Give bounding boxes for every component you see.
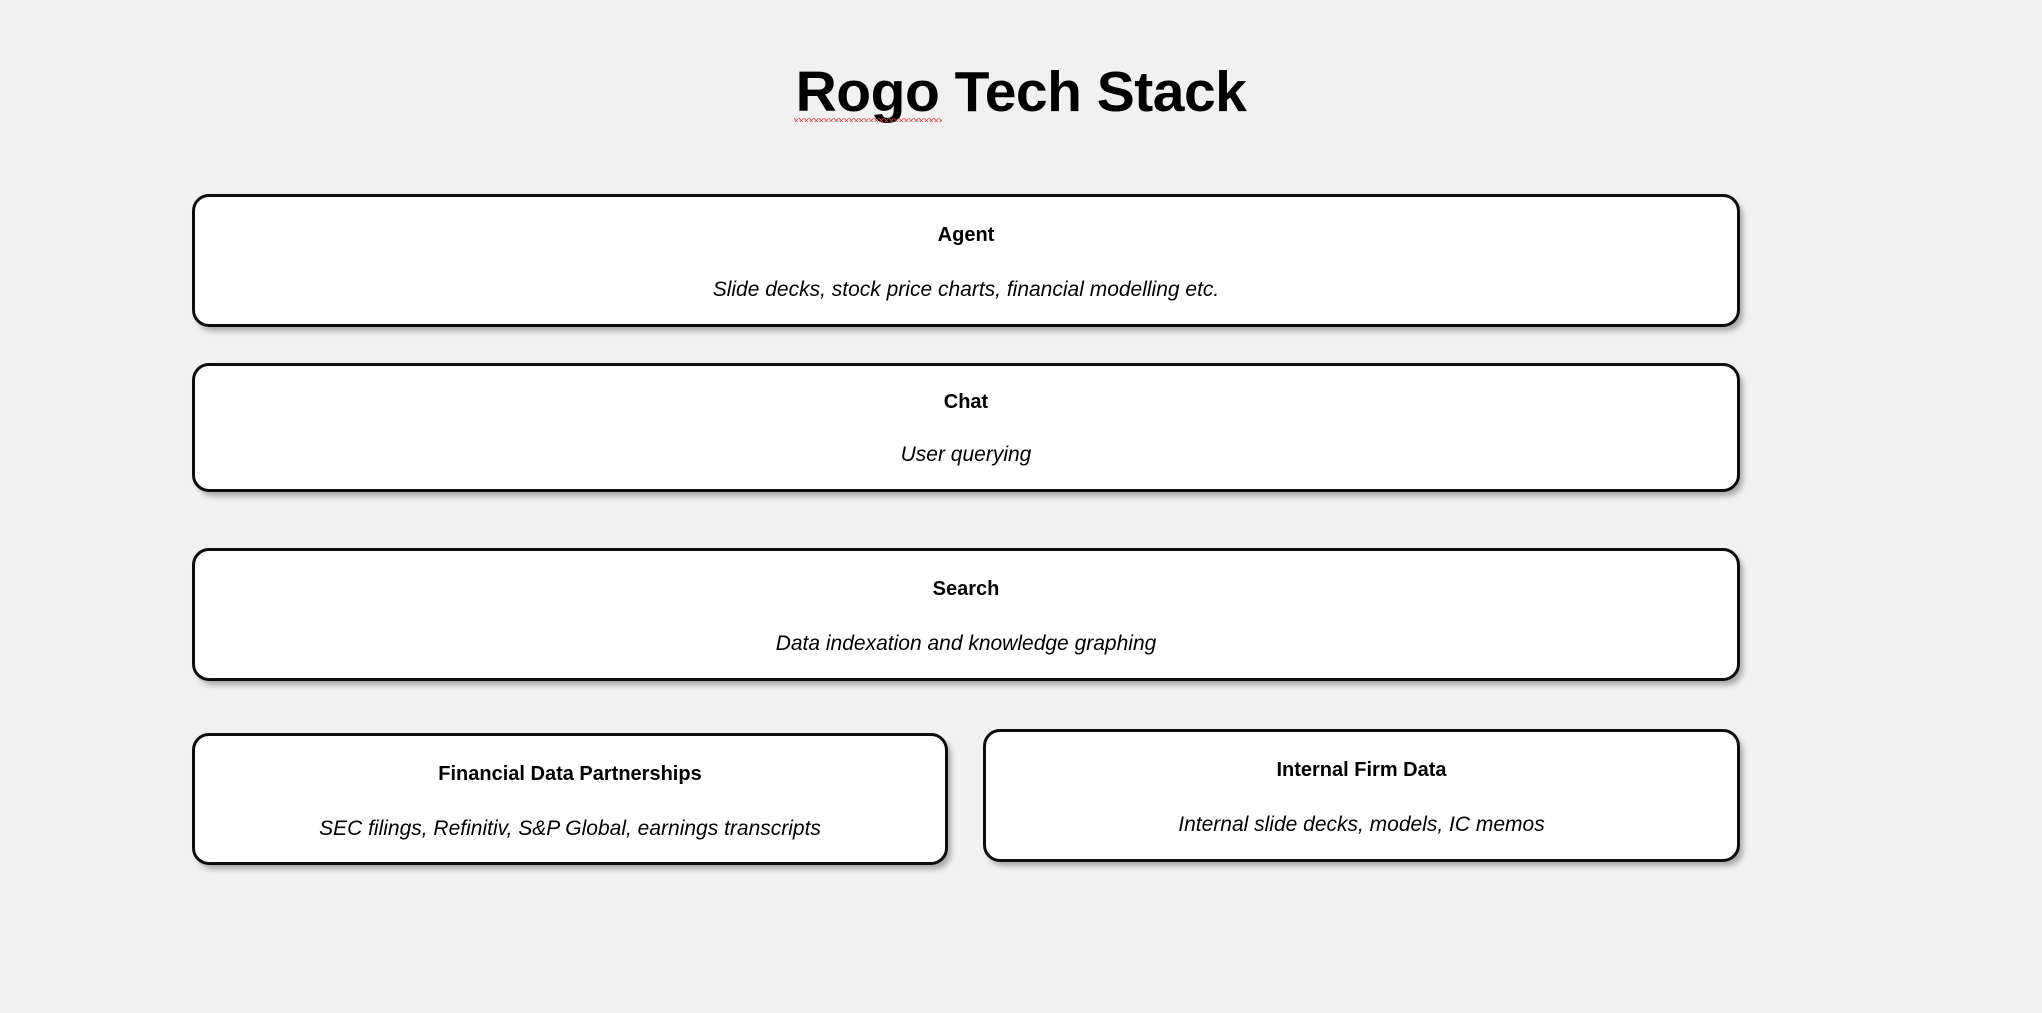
card-chat-subtitle: User querying	[900, 443, 1032, 466]
page-title: Rogo Tech Stack	[0, 58, 2042, 126]
page-title-misspelled-word: Rogo	[793, 60, 942, 124]
card-agent-subtitle: Slide decks, stock price charts, financi…	[712, 278, 1220, 301]
card-internal-firm-data[interactable]: Internal Firm Data Internal slide decks,…	[983, 729, 1740, 862]
card-financial-data-partnerships[interactable]: Financial Data Partnerships SEC filings,…	[192, 733, 948, 865]
page-title-rest: Tech Stack	[939, 60, 1247, 124]
card-search[interactable]: Search Data indexation and knowledge gra…	[192, 548, 1740, 681]
card-chat[interactable]: Chat User querying	[192, 363, 1740, 492]
card-chat-title: Chat	[943, 391, 989, 413]
card-search-title: Search	[932, 578, 1000, 600]
card-agent-title: Agent	[937, 224, 995, 246]
card-financial-data-partnerships-subtitle: SEC filings, Refinitiv, S&P Global, earn…	[319, 817, 821, 840]
card-internal-firm-data-title: Internal Firm Data	[1276, 759, 1447, 781]
card-internal-firm-data-subtitle: Internal slide decks, models, IC memos	[1178, 813, 1545, 836]
card-agent[interactable]: Agent Slide decks, stock price charts, f…	[192, 194, 1740, 327]
card-search-subtitle: Data indexation and knowledge graphing	[775, 632, 1157, 655]
card-financial-data-partnerships-title: Financial Data Partnerships	[438, 763, 702, 785]
